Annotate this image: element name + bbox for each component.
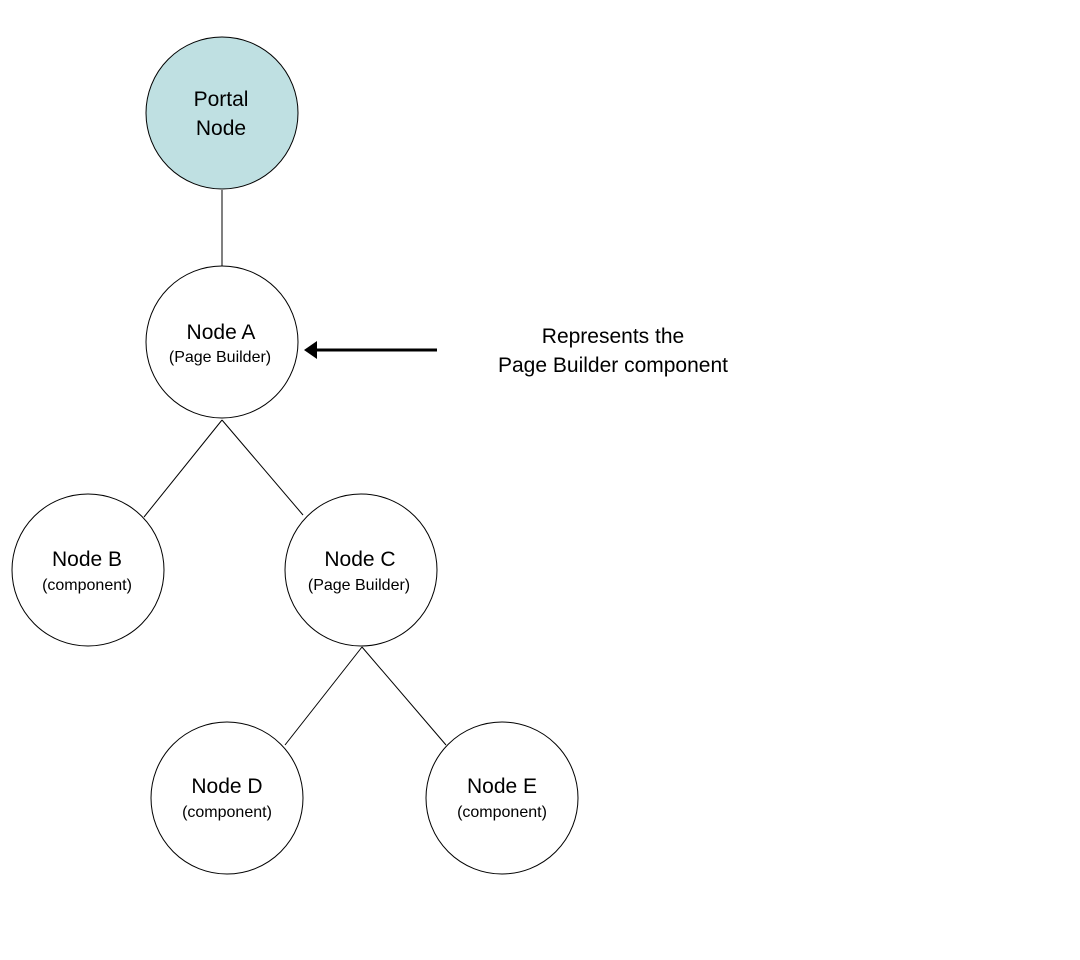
node-e-circle (425, 721, 579, 875)
edge-node-c-to-node-e (361, 646, 447, 746)
node-d-title: Node D (191, 775, 262, 798)
node-a: Node A (Page Builder) (145, 265, 299, 419)
node-d: Node D (component) (150, 721, 304, 875)
edge-node-c-to-node-d (284, 646, 363, 746)
node-b-subtitle: (component) (42, 577, 132, 594)
portal-node: Portal Node (145, 36, 299, 190)
edge-node-a-to-node-b (143, 419, 223, 518)
node-c-subtitle: (Page Builder) (308, 577, 410, 594)
edge-node-a-to-node-c (221, 419, 304, 516)
portal-node-circle (145, 36, 299, 190)
node-c-circle (284, 493, 438, 647)
node-c: Node C (Page Builder) (284, 493, 438, 647)
node-d-subtitle: (component) (182, 804, 272, 821)
annotation-line2: Page Builder component (498, 354, 728, 377)
node-b-circle (11, 493, 165, 647)
node-e: Node E (component) (425, 721, 579, 875)
node-a-circle (145, 265, 299, 419)
node-c-title: Node C (324, 548, 395, 571)
annotation-arrow-icon (304, 341, 437, 359)
node-a-title: Node A (187, 321, 256, 344)
node-b-title: Node B (52, 548, 122, 571)
node-e-title: Node E (467, 775, 537, 798)
node-e-subtitle: (component) (457, 804, 547, 821)
annotation-arrow-head (304, 341, 317, 359)
node-a-subtitle: (Page Builder) (169, 349, 271, 366)
annotation-line1: Represents the (542, 325, 684, 348)
node-b: Node B (component) (11, 493, 165, 647)
node-d-circle (150, 721, 304, 875)
portal-node-label-line2: Node (196, 117, 246, 140)
portal-node-label-line1: Portal (194, 88, 249, 111)
